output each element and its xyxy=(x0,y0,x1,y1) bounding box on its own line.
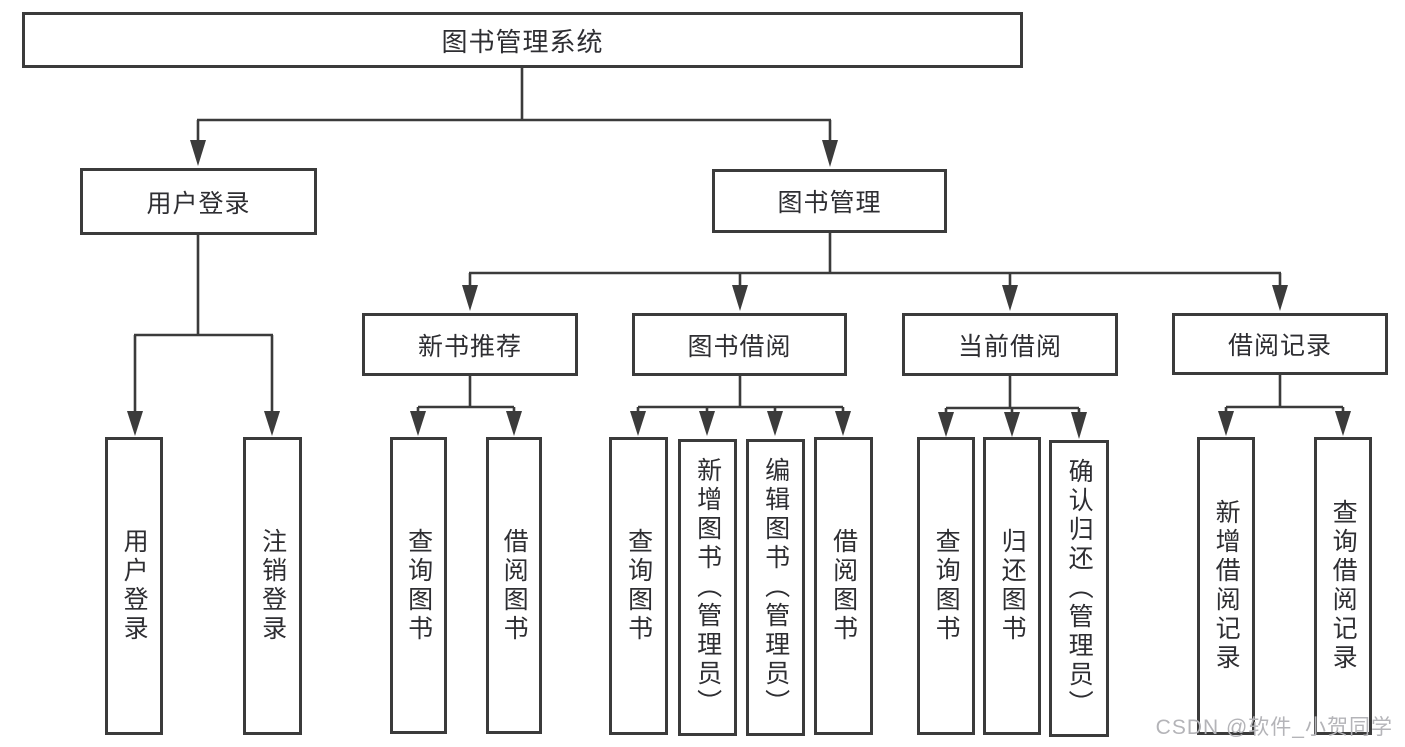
node-leaf-user-login: 用户登录 xyxy=(105,437,163,735)
leaf-label: 确认归还（管理员） xyxy=(1065,458,1094,719)
node-book-management: 图书管理 xyxy=(712,169,947,233)
leaf-label: 查询图书 xyxy=(932,528,961,644)
node-current-borrowing: 当前借阅 xyxy=(902,313,1118,376)
node-root-system: 图书管理系统 xyxy=(22,12,1023,68)
node-leaf-query-borrow-record: 查询借阅记录 xyxy=(1314,437,1372,735)
connector-current-borrowing-to-leaves xyxy=(938,376,1087,439)
connector-borrow-records-to-leaves xyxy=(1218,375,1351,436)
leaf-label: 注销登录 xyxy=(258,528,287,644)
leaf-label: 新增借阅记录 xyxy=(1212,499,1241,673)
leaf-label: 查询借阅记录 xyxy=(1329,499,1358,673)
node-leaf-borrow-books-recommend: 借阅图书 xyxy=(486,437,542,734)
node-leaf-add-books-admin: 新增图书（管理员） xyxy=(678,439,737,736)
leaf-label: 归还图书 xyxy=(998,528,1027,644)
leaf-label: 编辑图书（管理员） xyxy=(761,457,790,718)
node-user-login: 用户登录 xyxy=(80,168,317,235)
connector-new-book-recommend-to-leaves xyxy=(410,376,522,436)
leaf-label: 借阅图书 xyxy=(500,527,529,644)
node-leaf-add-borrow-record: 新增借阅记录 xyxy=(1197,437,1255,735)
node-leaf-edit-books-admin: 编辑图书（管理员） xyxy=(746,439,805,736)
leaf-label: 用户登录 xyxy=(120,528,149,644)
connector-book-borrowing-to-leaves xyxy=(630,376,851,436)
node-leaf-query-books-recommend: 查询图书 xyxy=(390,437,447,734)
node-leaf-confirm-return-admin: 确认归还（管理员） xyxy=(1049,440,1109,737)
leaf-label: 借阅图书 xyxy=(829,528,858,644)
node-leaf-query-books-current: 查询图书 xyxy=(917,437,975,735)
node-leaf-borrow-books-borrowing: 借阅图书 xyxy=(814,437,873,735)
connector-user-login-to-leaves xyxy=(127,235,280,436)
node-new-book-recommend: 新书推荐 xyxy=(362,313,578,376)
connector-book-management-to-level3 xyxy=(462,233,1288,311)
leaf-label: 查询图书 xyxy=(404,527,433,644)
node-leaf-query-books-borrowing: 查询图书 xyxy=(609,437,668,735)
node-leaf-return-books: 归还图书 xyxy=(983,437,1041,735)
node-borrow-records: 借阅记录 xyxy=(1172,313,1388,375)
csdn-watermark: CSDN @软件_小贺同学 xyxy=(1155,716,1393,739)
leaf-label: 查询图书 xyxy=(624,528,653,644)
node-leaf-logout: 注销登录 xyxy=(243,437,302,735)
node-book-borrowing: 图书借阅 xyxy=(632,313,847,376)
leaf-label: 新增图书（管理员） xyxy=(693,457,722,718)
connector-root-to-level2 xyxy=(190,68,838,167)
